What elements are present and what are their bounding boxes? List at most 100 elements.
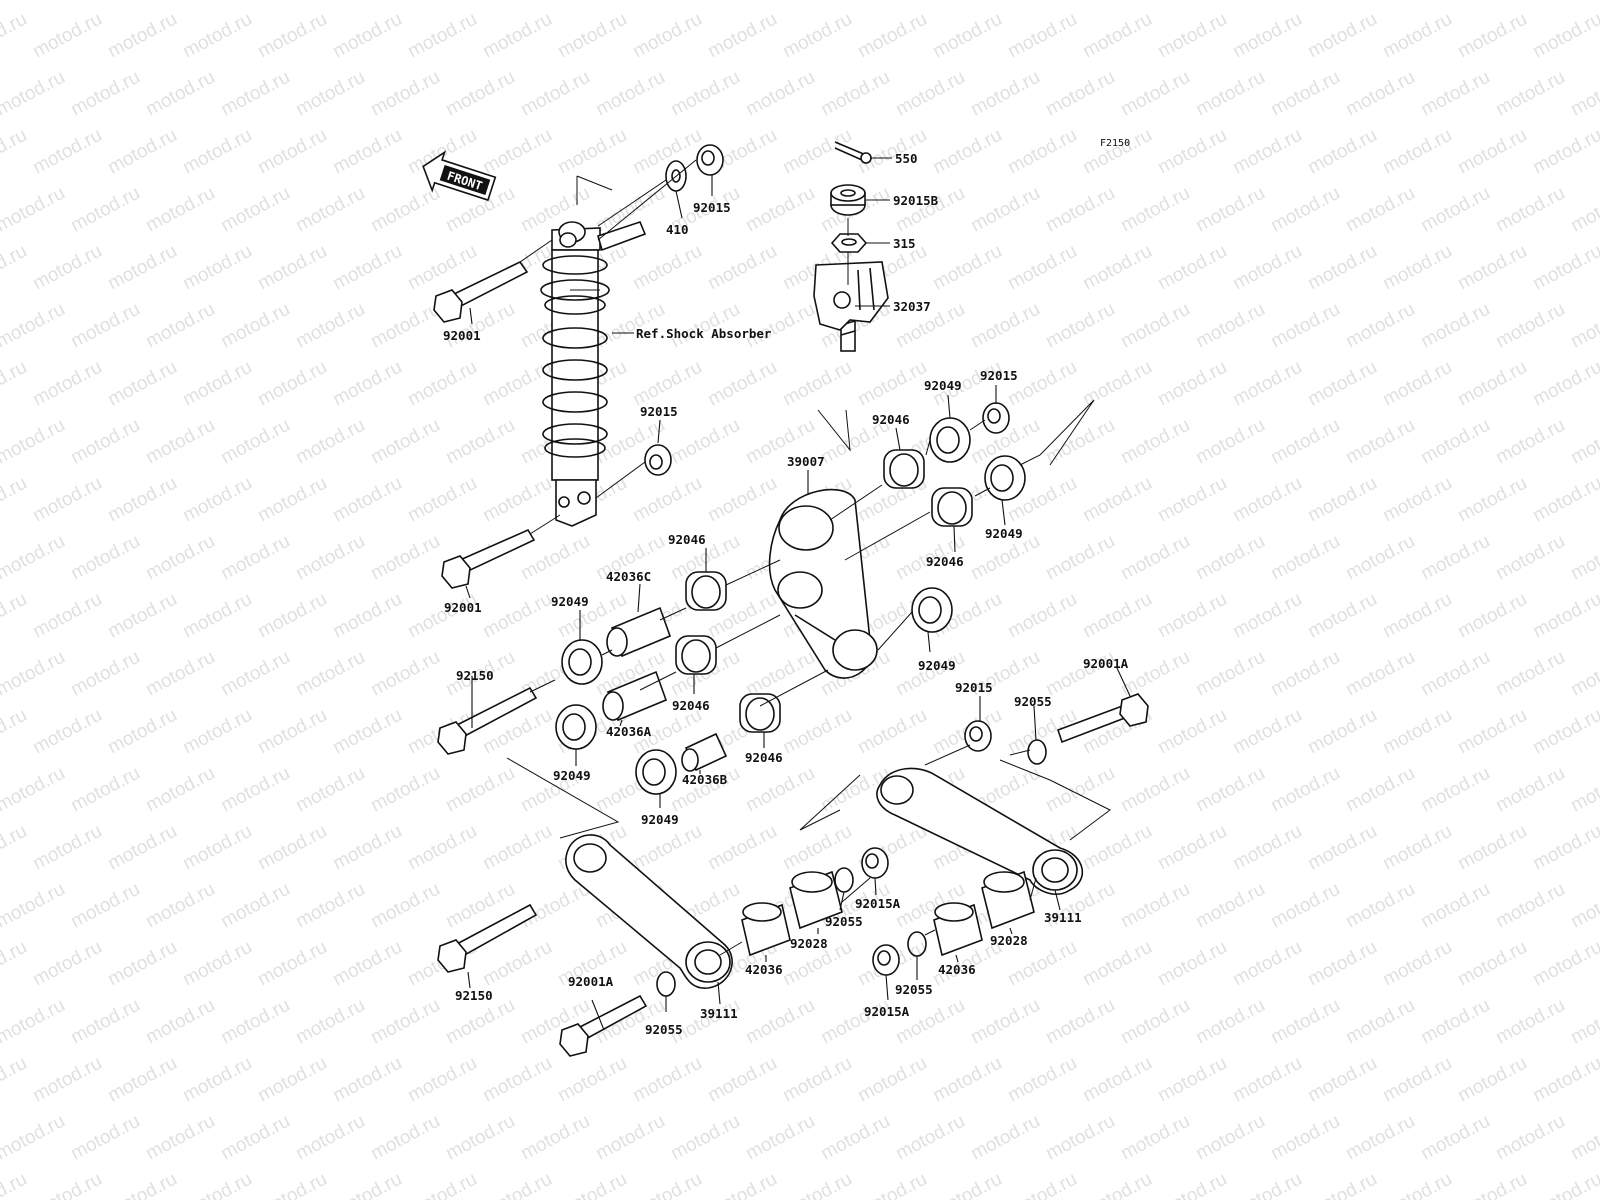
- watermark-text: motod.ru: [1117, 531, 1193, 585]
- watermark-text: motod.ru: [967, 995, 1043, 1049]
- label-92001-mid: 92001: [444, 600, 482, 615]
- watermark-text: motod.ru: [1342, 1111, 1418, 1165]
- watermark-text: motod.ru: [367, 67, 443, 121]
- watermark-text: motod.ru: [367, 415, 443, 469]
- watermark-text: motod.ru: [1529, 357, 1600, 411]
- watermark-text: motod.ru: [1567, 415, 1600, 469]
- watermark-text: motod.ru: [1529, 1169, 1600, 1200]
- ref-shock-absorber-label: Ref.Shock Absorber: [636, 326, 772, 341]
- watermark-text: motod.ru: [629, 241, 705, 295]
- watermark-text: motod.ru: [479, 937, 555, 991]
- watermark-text: motod.ru: [0, 589, 31, 643]
- watermark-text: motod.ru: [0, 1111, 69, 1165]
- watermark-text: motod.ru: [1567, 995, 1600, 1049]
- watermark-text: motod.ru: [104, 937, 180, 991]
- watermark-text: motod.ru: [1529, 1053, 1600, 1107]
- watermark-text: motod.ru: [179, 821, 255, 875]
- bearing-92046-mid: [685, 571, 727, 611]
- watermark-text: motod.ru: [0, 9, 31, 63]
- watermark-text: motod.ru: [1192, 183, 1268, 237]
- watermark-text: motod.ru: [1192, 67, 1268, 121]
- watermark-text: motod.ru: [67, 995, 143, 1049]
- watermark-text: motod.ru: [929, 1053, 1005, 1107]
- watermark-text: motod.ru: [142, 531, 218, 585]
- watermark-text: motod.ru: [142, 879, 218, 933]
- watermark-text: motod.ru: [1192, 299, 1268, 353]
- watermark-text: motod.ru: [479, 1053, 555, 1107]
- watermark-text: motod.ru: [1079, 357, 1155, 411]
- watermark-text: motod.ru: [1117, 415, 1193, 469]
- watermark-text: motod.ru: [254, 9, 330, 63]
- watermark-text: motod.ru: [1229, 473, 1305, 527]
- watermark-text: motod.ru: [217, 879, 293, 933]
- watermark-text: motod.ru: [67, 531, 143, 585]
- watermark-text: motod.ru: [892, 67, 968, 121]
- watermark-text: motod.ru: [1154, 1053, 1230, 1107]
- watermark-text: motod.ru: [1454, 821, 1530, 875]
- label-39111-l: 39111: [700, 1006, 738, 1021]
- watermark-text: motod.ru: [292, 531, 368, 585]
- watermark-text: motod.ru: [1379, 473, 1455, 527]
- watermark-text: motod.ru: [1529, 473, 1600, 527]
- watermark-text: motod.ru: [367, 647, 443, 701]
- watermark-text: motod.ru: [1154, 1169, 1230, 1200]
- label-92015-low: 92015: [955, 680, 993, 695]
- watermark-text: motod.ru: [254, 473, 330, 527]
- watermark-text: motod.ru: [1304, 125, 1380, 179]
- watermark-text: motod.ru: [592, 0, 668, 4]
- bolt-92150-top: [437, 686, 538, 755]
- watermark-text: motod.ru: [1567, 531, 1600, 585]
- watermark-text: motod.ru: [0, 1169, 31, 1200]
- watermark-text: motod.ru: [179, 705, 255, 759]
- watermark-text: motod.ru: [29, 357, 105, 411]
- watermark-text: motod.ru: [217, 995, 293, 1049]
- label-92001A-r: 92001A: [1083, 656, 1129, 671]
- watermark-text: motod.ru: [404, 821, 480, 875]
- watermark-text: motod.ru: [1567, 299, 1600, 353]
- watermark-text: motod.ru: [1229, 937, 1305, 991]
- watermark-text: motod.ru: [1267, 647, 1343, 701]
- watermark-text: motod.ru: [142, 67, 218, 121]
- watermark-text: motod.ru: [1079, 1169, 1155, 1200]
- watermark-text: motod.ru: [1004, 1169, 1080, 1200]
- label-92015-shock: 92015: [640, 404, 678, 419]
- label-92046-r2: 92046: [926, 554, 964, 569]
- seal-92049-center: [911, 587, 953, 633]
- shock-absorber: [540, 221, 647, 527]
- watermark-text: motod.ru: [667, 763, 743, 817]
- bolt-92001-mid: [441, 528, 536, 589]
- watermark-text: motod.ru: [254, 705, 330, 759]
- watermark-text: motod.ru: [404, 357, 480, 411]
- watermark-text: motod.ru: [104, 1053, 180, 1107]
- watermark-text: motod.ru: [1004, 589, 1080, 643]
- watermark-text: motod.ru: [1117, 995, 1193, 1049]
- watermark-text: motod.ru: [1417, 879, 1493, 933]
- nut-92015-right: [982, 402, 1010, 434]
- watermark-text: motod.ru: [29, 473, 105, 527]
- watermark-text: motod.ru: [517, 0, 593, 4]
- watermark-text: motod.ru: [1154, 9, 1230, 63]
- bearing-92046-r1: [883, 449, 925, 489]
- watermark-text: motod.ru: [1154, 473, 1230, 527]
- seal-92049-r2: [984, 455, 1026, 501]
- watermark-text: motod.ru: [967, 299, 1043, 353]
- watermark-text: motod.ru: [1379, 1169, 1455, 1200]
- label-92055-c: 92055: [825, 914, 863, 929]
- watermark-text: motod.ru: [1192, 763, 1268, 817]
- watermark-text: motod.ru: [629, 821, 705, 875]
- seal-92049-r1: [929, 417, 971, 463]
- watermark-text: motod.ru: [1492, 183, 1568, 237]
- label-92049-left: 92049: [551, 594, 589, 609]
- watermark-text: motod.ru: [104, 1169, 180, 1200]
- watermark-text: motod.ru: [1492, 879, 1568, 933]
- watermark-text: motod.ru: [1042, 67, 1118, 121]
- watermark-text: motod.ru: [892, 183, 968, 237]
- watermark-text: motod.ru: [1304, 1169, 1380, 1200]
- watermark-text: motod.ru: [554, 9, 630, 63]
- watermark-text: motod.ru: [1154, 821, 1230, 875]
- watermark-text: motod.ru: [29, 9, 105, 63]
- watermark-text: motod.ru: [854, 357, 930, 411]
- watermark-text: motod.ru: [1117, 67, 1193, 121]
- watermark-text: motod.ru: [1154, 589, 1230, 643]
- collar-42036C: [606, 606, 672, 658]
